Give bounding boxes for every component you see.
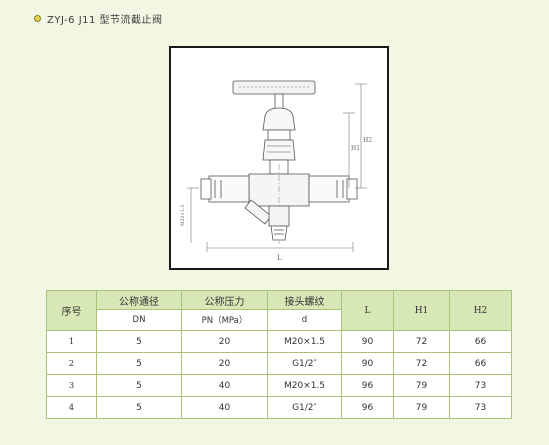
dim-label-h2: H2 — [363, 137, 372, 144]
cell-thread: M20×1.5 — [267, 374, 342, 397]
page-title: ZYJ-6 J11 型节流截止阀 — [47, 14, 163, 26]
cell-h2: 73 — [449, 374, 512, 397]
cell-h1: 72 — [393, 352, 450, 375]
left-connector — [208, 175, 250, 203]
cell-dn: 5 — [96, 330, 182, 353]
header-h1: H1 — [393, 290, 450, 331]
cell-h1: 79 — [393, 374, 450, 397]
angled-branch — [244, 199, 272, 225]
spec-table: 序号 公称通径 公称压力 接头螺纹 L H1 H2 DN PN（MPa） d 1… — [46, 290, 512, 419]
table-header-row: 序号 公称通径 公称压力 接头螺纹 L H1 H2 — [46, 290, 512, 331]
header-pn: 公称压力 — [181, 290, 268, 310]
table-row: 3 5 40 M20×1.5 96 79 73 — [46, 374, 512, 397]
bonnet-top — [262, 107, 296, 131]
cell-l: 96 — [341, 374, 394, 397]
bullet-icon — [34, 14, 41, 22]
handle-bar — [232, 80, 316, 95]
dim-label-thread: M20×1.5 — [180, 205, 186, 226]
cell-thread: M20×1.5 — [267, 330, 342, 353]
cell-no: 3 — [46, 374, 97, 397]
header-l: L — [341, 290, 394, 331]
page-heading: ZYJ-6 J11 型节流截止阀 — [34, 10, 163, 26]
cell-pn: 20 — [181, 330, 268, 353]
header-no: 序号 — [46, 290, 97, 331]
cell-dn: 5 — [96, 396, 182, 419]
header-thread: 接头螺纹 — [267, 290, 342, 310]
cell-h2: 73 — [449, 396, 512, 419]
cell-pn: 40 — [181, 396, 268, 419]
cell-no: 1 — [46, 330, 97, 353]
table-row: 4 5 40 G1/2″ 96 79 73 — [46, 396, 512, 419]
dim-label-h1: H1 — [351, 145, 360, 152]
header-dn: 公称通径 — [96, 290, 182, 310]
header-h2: H2 — [449, 290, 512, 331]
bonnet-body — [262, 139, 296, 161]
header-pn-unit: PN（MPa） — [181, 309, 268, 331]
table-row: 1 5 20 M20×1.5 90 72 66 — [46, 330, 512, 353]
valve-drawing: H2 H1 L M20×1.5 — [169, 46, 389, 270]
cell-thread: G1/2″ — [267, 396, 342, 419]
cell-thread: G1/2″ — [267, 352, 342, 375]
cell-no: 4 — [46, 396, 97, 419]
cell-h2: 66 — [449, 352, 512, 375]
cell-pn: 40 — [181, 374, 268, 397]
cell-pn: 20 — [181, 352, 268, 375]
header-dn-unit: DN — [96, 309, 182, 331]
cell-l: 96 — [341, 396, 394, 419]
table-row: 2 5 20 G1/2″ 90 72 66 — [46, 352, 512, 375]
header-thread-unit: d — [267, 309, 342, 331]
valve-diagram-svg: H2 H1 L M20×1.5 — [180, 80, 372, 262]
bottom-plug — [268, 205, 290, 227]
cell-l: 90 — [341, 330, 394, 353]
cell-h2: 66 — [449, 330, 512, 353]
dim-label-length: L — [277, 254, 282, 262]
cell-dn: 5 — [96, 352, 182, 375]
cell-l: 90 — [341, 352, 394, 375]
cell-dn: 5 — [96, 374, 182, 397]
cell-h1: 79 — [393, 396, 450, 419]
cell-h1: 72 — [393, 330, 450, 353]
cell-no: 2 — [46, 352, 97, 375]
